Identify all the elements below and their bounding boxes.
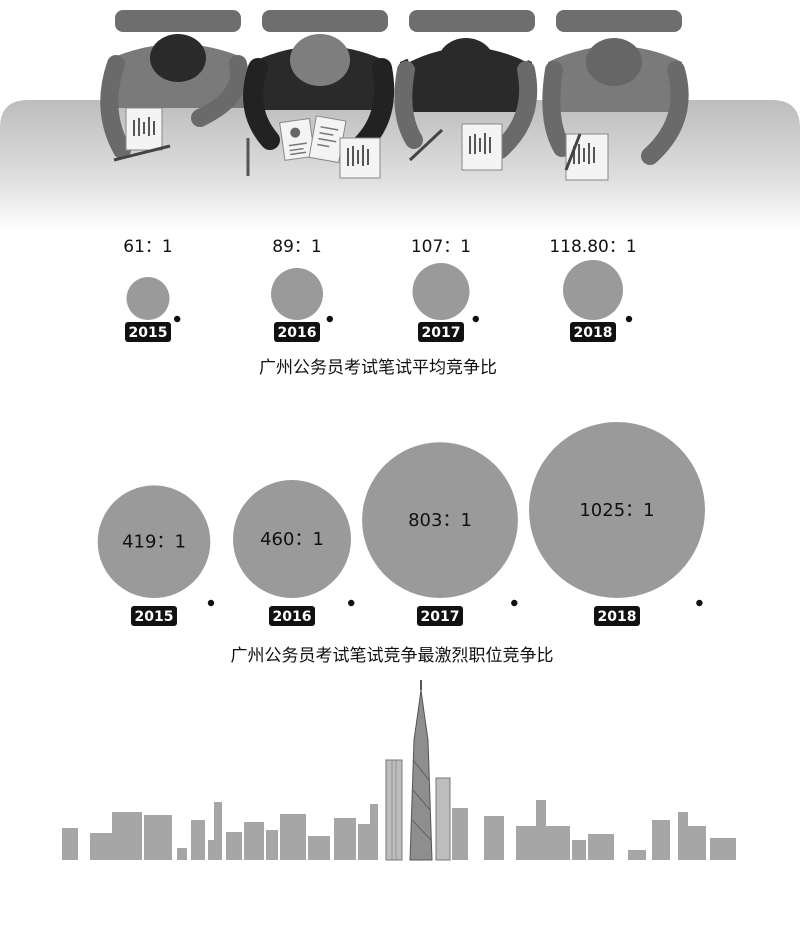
year-badge [418, 322, 464, 342]
ratio-label-2017: 803：1 [408, 510, 472, 531]
year-badge [570, 322, 616, 342]
year-label-2016: 2016 [278, 325, 317, 341]
bubble-marker-dot [472, 315, 479, 323]
bubble-2015 [126, 277, 170, 321]
year-badge [417, 606, 463, 626]
year-label-2015: 2015 [129, 325, 168, 341]
bubble-2016 [271, 268, 323, 321]
bubble-marker-dot [625, 315, 633, 323]
year-badge [594, 606, 640, 626]
candidate-1 [100, 34, 249, 162]
year-badge [131, 606, 177, 626]
bubble-2018 [529, 422, 705, 598]
year-badge [269, 606, 315, 626]
chair-back-1 [115, 10, 241, 32]
bubble-marker-dot [696, 599, 703, 607]
ratio-label-2015: 61：1 [123, 237, 172, 257]
year-label-2017: 2017 [421, 609, 460, 625]
ratio-label-2018: 1025：1 [579, 500, 654, 521]
chair-back-3 [409, 10, 535, 32]
year-label-2015: 2015 [135, 609, 174, 625]
candidate-3 [394, 38, 538, 171]
candidate-2 [243, 34, 395, 179]
bubble-2018 [563, 260, 623, 320]
chair-back-2 [262, 10, 388, 32]
average-ratio-chart: 61：1 2015 89：1 2016 107：1 2017 118.80：1 2018 [123, 237, 637, 342]
year-label-2017: 2017 [422, 325, 461, 341]
exam-illustration [0, 10, 800, 232]
chair-back-4 [556, 10, 682, 32]
candidate-4 [542, 38, 689, 181]
ratio-label-2015: 419：1 [122, 532, 186, 553]
bubble-2015 [97, 485, 211, 599]
year-label-2018: 2018 [598, 609, 637, 625]
fiercest-position-caption: 广州公务员考试笔试竞争最激烈职位竞争比 [231, 646, 554, 666]
bubble-marker-dot [174, 315, 181, 323]
year-badge [125, 322, 171, 342]
bubble-marker-dot [326, 315, 333, 323]
city-skyline-illustration [62, 680, 736, 861]
bubble-2017 [412, 263, 470, 321]
bubble-2017 [362, 442, 518, 599]
bubble-marker-dot [511, 599, 518, 607]
year-label-2016: 2016 [273, 609, 312, 625]
exam-table [0, 100, 800, 232]
bubble-marker-dot [348, 599, 355, 607]
ratio-label-2016: 460：1 [260, 529, 324, 550]
ratio-label-2016: 89：1 [272, 237, 321, 257]
fiercest-position-chart: 419：1 2015 460：1 2016 803：1 2017 1025：1 2018 [97, 422, 705, 626]
bubble-marker-dot [207, 599, 215, 607]
year-label-2018: 2018 [574, 325, 613, 341]
average-ratio-caption: 广州公务员考试笔试平均竞争比 [259, 358, 497, 378]
ratio-label-2018: 118.80：1 [549, 237, 636, 257]
ratio-label-2017: 107：1 [411, 237, 471, 257]
bubble-2016 [233, 480, 351, 599]
year-badge [274, 322, 320, 342]
